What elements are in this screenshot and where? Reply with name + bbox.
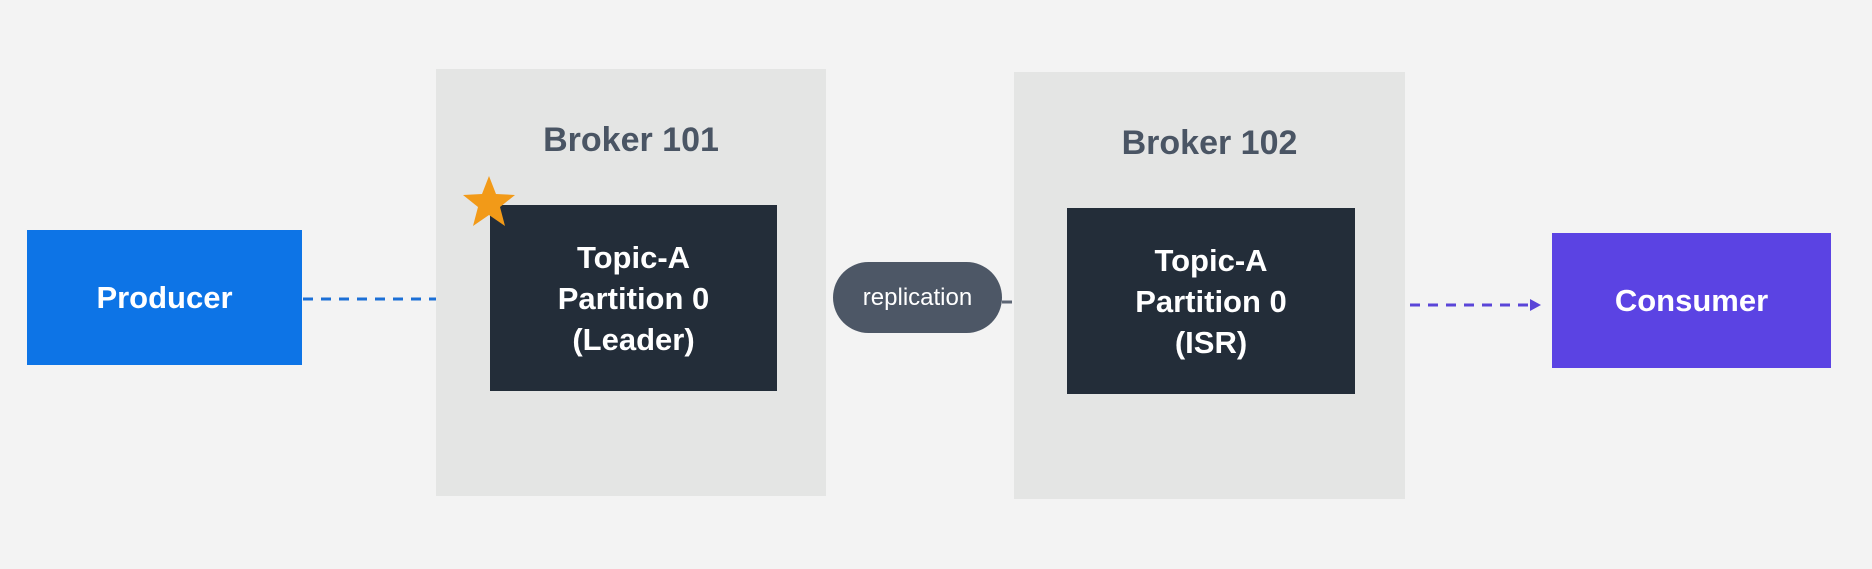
replication-label-pill: replication [833, 262, 1002, 333]
producer-box: Producer [27, 230, 302, 365]
consumer-box: Consumer [1552, 233, 1831, 368]
leader-partition-box: Topic-A Partition 0 (Leader) [490, 205, 777, 391]
partition-number-label: Partition 0 [1135, 283, 1287, 319]
star-icon [463, 176, 515, 226]
consumer-arrowhead [1530, 299, 1541, 311]
consumer-label: Consumer [1614, 282, 1769, 318]
replication-label: replication [862, 283, 973, 311]
producer-label: Producer [96, 279, 233, 315]
partition-topic-label: Topic-A [1154, 242, 1268, 278]
isr-partition-box: Topic-A Partition 0 (ISR) [1067, 208, 1355, 394]
broker-101-title: Broker 101 [543, 121, 719, 159]
broker-102-title: Broker 102 [1121, 124, 1298, 162]
partition-role-label: (ISR) [1174, 324, 1248, 360]
partition-role-label: (Leader) [572, 321, 695, 357]
partition-topic-label: Topic-A [576, 239, 691, 275]
partition-number-label: Partition 0 [557, 280, 710, 316]
